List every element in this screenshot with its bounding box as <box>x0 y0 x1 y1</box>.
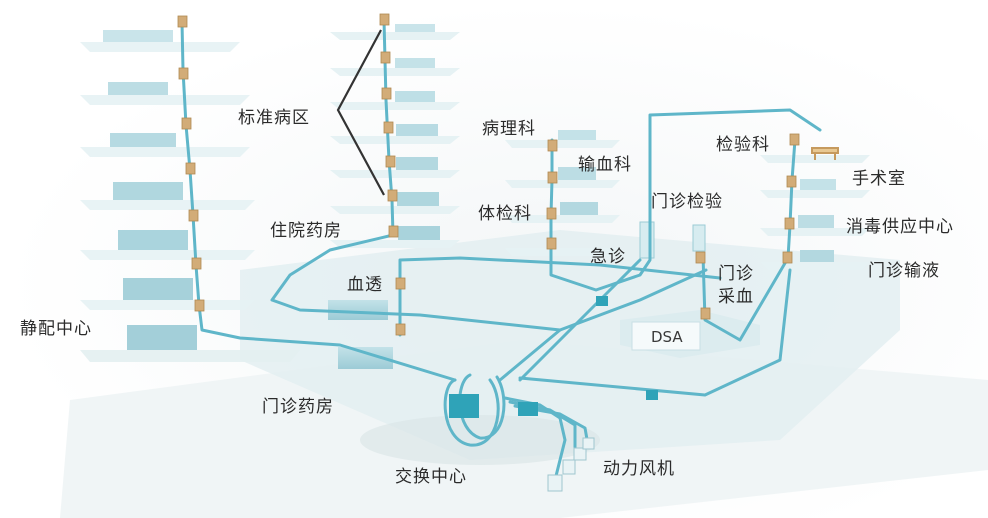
label-exchange-center: 交换中心 <box>395 467 467 487</box>
label-laboratory: 检验科 <box>716 135 770 155</box>
label-dispensing-center: 静配中心 <box>20 319 92 339</box>
ward-tower-floors <box>330 24 460 248</box>
dsa-block <box>620 310 760 358</box>
operating-room-bench-icon <box>811 147 839 160</box>
exchange-center-unit <box>449 394 479 418</box>
label-inpatient-pharmacy: 住院药房 <box>270 221 342 241</box>
label-pathology: 病理科 <box>482 119 536 139</box>
standard-ward-bracket <box>336 29 385 196</box>
label-outpatient-infusion: 门诊输液 <box>868 261 940 281</box>
emergency-block <box>639 221 655 259</box>
label-blood-transfusion: 输血科 <box>578 155 632 175</box>
label-power-fan: 动力风机 <box>603 459 675 479</box>
label-emergency: 急诊 <box>590 247 626 267</box>
label-dsa: DSA <box>651 328 683 346</box>
label-outpatient-blood-line2: 采血 <box>718 287 754 307</box>
outpatient-lab-block <box>692 224 706 252</box>
junction-box-1 <box>596 296 608 306</box>
label-outpatient-pharmacy: 门诊药房 <box>262 397 334 417</box>
middle-tower-floors <box>505 130 620 256</box>
outpatient-pharmacy-block <box>338 347 393 369</box>
label-outpatient-lab: 门诊检验 <box>651 192 723 212</box>
label-dialysis: 血透 <box>347 275 383 295</box>
dialysis-block <box>328 300 388 320</box>
pipe-stations <box>177 13 800 336</box>
label-operating-room: 手术室 <box>852 169 906 189</box>
exchange-switch-unit <box>518 402 538 416</box>
junction-box-2 <box>646 390 658 400</box>
label-outpatient-blood-line1: 门诊 <box>718 264 754 284</box>
power-fan-units <box>547 437 595 492</box>
label-standard-ward: 标准病区 <box>238 108 310 128</box>
right-tower-floors <box>760 155 870 270</box>
label-physical-exam: 体检科 <box>478 204 532 224</box>
label-sterilization-center: 消毒供应中心 <box>846 217 954 237</box>
left-tower-floors <box>80 30 300 362</box>
